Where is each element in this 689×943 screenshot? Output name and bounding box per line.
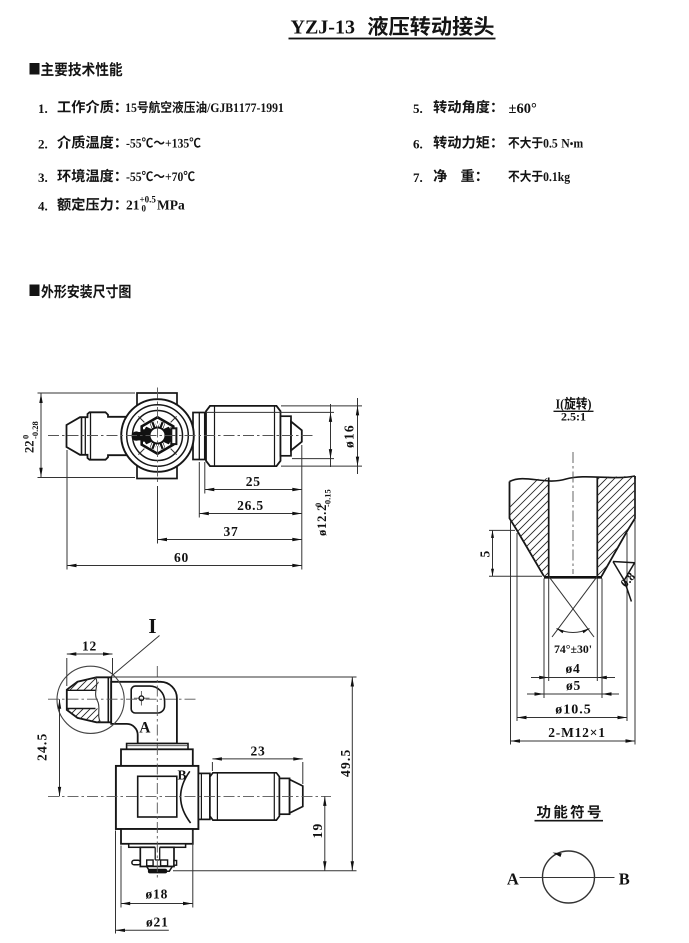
svg-text:19: 19 xyxy=(310,823,325,839)
svg-text:2-M12×1: 2-M12×1 xyxy=(548,725,606,740)
svg-text:MPa: MPa xyxy=(157,198,185,213)
svg-text:22: 22 xyxy=(23,441,37,454)
svg-text:ø18: ø18 xyxy=(145,887,168,902)
svg-text:I: I xyxy=(148,614,156,638)
svg-text:ø12.2: ø12.2 xyxy=(315,504,329,536)
svg-text:5: 5 xyxy=(478,550,493,558)
svg-text:49.5: 49.5 xyxy=(338,749,353,777)
svg-text:12: 12 xyxy=(82,639,97,654)
svg-text:60: 60 xyxy=(174,550,189,565)
svg-text:+0.5: +0.5 xyxy=(140,195,157,205)
svg-text:ø16: ø16 xyxy=(342,424,357,448)
svg-text:-0.28: -0.28 xyxy=(30,421,40,439)
svg-text:2.5:1: 2.5:1 xyxy=(561,410,586,424)
svg-text:A: A xyxy=(507,870,519,889)
svg-text:-0.15: -0.15 xyxy=(323,489,333,507)
svg-text:4.: 4. xyxy=(38,199,48,214)
svg-text:0: 0 xyxy=(313,503,323,507)
svg-text:24.5: 24.5 xyxy=(35,733,50,761)
svg-text:ø4: ø4 xyxy=(565,661,580,676)
svg-text:ø5: ø5 xyxy=(566,678,581,693)
svg-text:ø10.5: ø10.5 xyxy=(555,703,592,718)
svg-text:21: 21 xyxy=(126,198,140,213)
svg-text:ø21: ø21 xyxy=(146,914,169,929)
svg-text:23: 23 xyxy=(250,744,265,759)
svg-text:0: 0 xyxy=(142,204,147,214)
svg-text:1.: 1. xyxy=(38,101,48,116)
svg-text:25: 25 xyxy=(246,474,261,489)
svg-text:5.: 5. xyxy=(413,101,423,116)
svg-text:26.5: 26.5 xyxy=(237,498,264,513)
svg-text:YZJ-13: YZJ-13 xyxy=(291,17,355,39)
svg-text:7.: 7. xyxy=(413,170,423,185)
svg-text:37: 37 xyxy=(223,524,238,539)
svg-text:3.: 3. xyxy=(38,170,48,185)
svg-text:B: B xyxy=(177,768,186,783)
svg-text:6.: 6. xyxy=(413,137,423,152)
svg-text:74°±30': 74°±30' xyxy=(554,642,592,656)
svg-text:±60°: ±60° xyxy=(509,101,537,117)
svg-text:A: A xyxy=(139,720,151,737)
svg-text:B: B xyxy=(619,870,630,889)
svg-text:0: 0 xyxy=(21,435,31,439)
svg-text:2.: 2. xyxy=(38,137,48,152)
